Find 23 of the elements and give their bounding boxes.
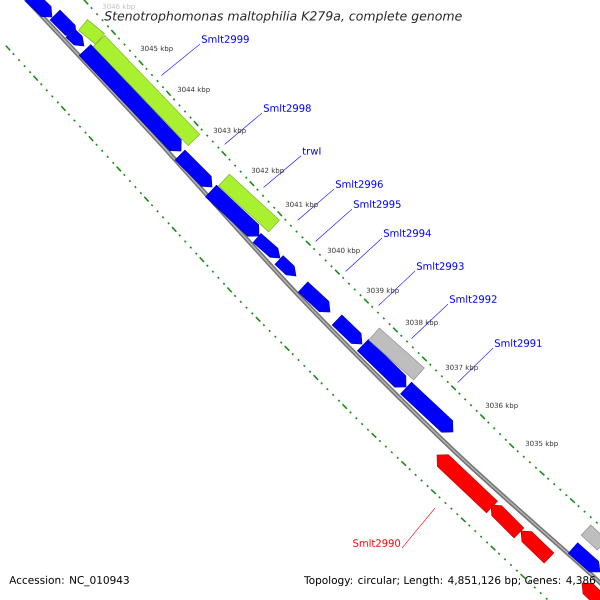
gene-label: Smlt2992: [450, 295, 496, 303]
gene-label: Smlt2993: [416, 262, 464, 270]
leader-line: [411, 304, 448, 339]
leader-line: [224, 112, 262, 145]
gene-label: Smlt2999: [202, 35, 249, 43]
leader-line: [345, 238, 382, 272]
gene-label: Smlt2994: [384, 229, 431, 237]
leader-line: [297, 188, 334, 221]
leader-line: [315, 208, 352, 242]
gene-label: trwI: [302, 147, 320, 155]
title: Stenotrophomonas maltophilia K279a, complete genome: [104, 10, 462, 24]
leader-line: [263, 156, 302, 188]
leader-line: [457, 348, 494, 383]
gene-label: Smlt2995: [354, 200, 401, 208]
info-text: Topology: circular; Length: 4,851,126 bp; Genes: 4,386: [304, 576, 596, 586]
info-text: Accession: NC_010943: [9, 576, 129, 586]
leader-line: [378, 270, 416, 306]
leader-line: [402, 508, 436, 548]
gene-label: Smlt2991: [494, 339, 542, 347]
leader-line: [161, 44, 200, 76]
gene-label: Smlt2996: [336, 180, 383, 188]
gene-label: Smlt2998: [264, 104, 311, 112]
gene-label: Smlt2990: [353, 539, 400, 547]
